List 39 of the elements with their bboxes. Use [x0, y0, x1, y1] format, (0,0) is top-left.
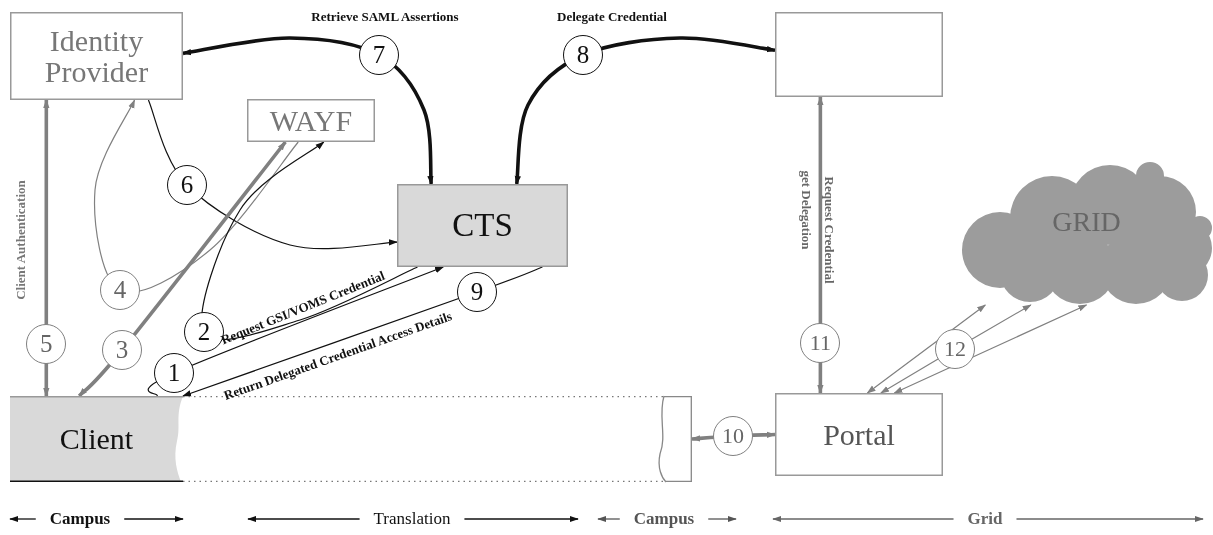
arrow [201, 141, 419, 341]
client-box [10, 396, 183, 482]
step-number: 11 [800, 323, 841, 363]
step-number: 7 [359, 35, 399, 75]
arrow [147, 266, 444, 397]
flow-label: Retrieve SAML Assertions [311, 9, 459, 25]
step-number: 9 [457, 272, 497, 312]
node-label: CTS [452, 208, 513, 243]
step-number: 4 [100, 270, 140, 310]
arrow [77, 140, 287, 398]
flow-label: Delegate Credential [557, 9, 667, 25]
process-box [397, 184, 568, 267]
step-number: 3 [102, 330, 142, 370]
step-number: 1 [154, 353, 194, 393]
portal-box [775, 393, 943, 476]
arrow [514, 36, 776, 185]
node-label: WAYF [269, 104, 353, 137]
step-number: 6 [167, 165, 207, 205]
region-label: Translation [373, 509, 451, 529]
arrow [182, 36, 434, 185]
step-number: 5 [26, 324, 67, 364]
arrow [94, 99, 299, 293]
region-label: Grid [967, 509, 1003, 529]
region-label: Campus [633, 509, 695, 529]
provider-box [10, 12, 183, 100]
flow-label: Request Credential [821, 176, 837, 284]
arrow [147, 99, 398, 250]
server-box [775, 12, 943, 97]
flow-label: get Delegation [798, 170, 814, 250]
flow-label: Client Authentication [13, 180, 29, 300]
service-box [247, 99, 375, 142]
step-number: 8 [563, 35, 603, 75]
node-label: Client [59, 423, 134, 455]
node-label: Identity Provider [43, 24, 150, 88]
node-label: Portal [823, 418, 895, 451]
arrow [182, 266, 543, 397]
step-number: 10 [713, 416, 753, 456]
region-label: Campus [49, 509, 111, 529]
step-number: 12 [935, 329, 975, 369]
